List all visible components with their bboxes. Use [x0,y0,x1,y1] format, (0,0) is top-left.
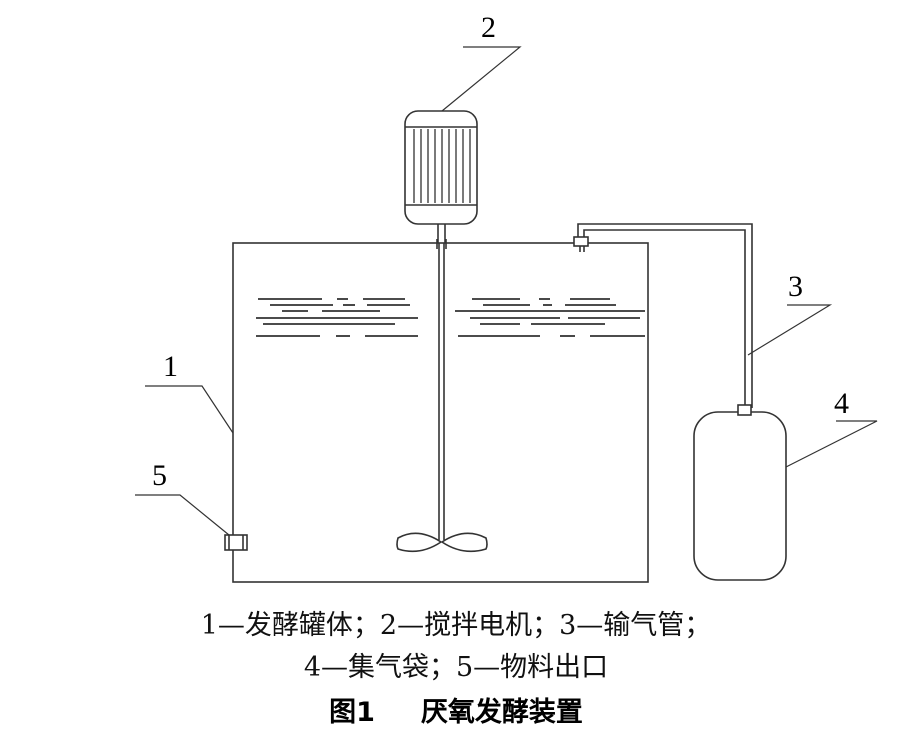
figure-title: 厌氧发酵装置 [420,697,583,728]
gas-collection-bag [693,404,787,581]
callout-outlet-number: 5 [152,459,167,492]
fermentation-tank [232,242,649,583]
gas-pipe [573,223,753,408]
leader-lines [135,46,878,536]
callout-gas-pipe-number: 3 [788,270,803,303]
leader-line-3 [747,304,833,356]
leader-line-2 [441,46,522,112]
callout-gas-bag-number: 4 [834,387,849,420]
motor-fins [413,129,471,203]
callout-tank-number: 1 [163,350,178,383]
leader-line-4 [785,420,878,468]
callout-motor-number: 2 [481,11,496,44]
legend-line-2: 4—集气袋；5—物料出口 [303,652,609,683]
figure-number: 图1 [329,697,375,728]
leader-line-5 [135,494,230,536]
material-outlet [224,534,248,551]
liquid-surface-lines [256,298,645,337]
figure-caption: 图1 厌氧发酵装置 [0,696,912,730]
legend-line-1: 1—发酵罐体；2—搅拌电机；3—输气管； [200,610,712,641]
leader-line-1 [145,385,234,434]
impeller [396,532,488,553]
stirrer-shaft [436,239,447,540]
stirrer-motor [404,110,478,243]
